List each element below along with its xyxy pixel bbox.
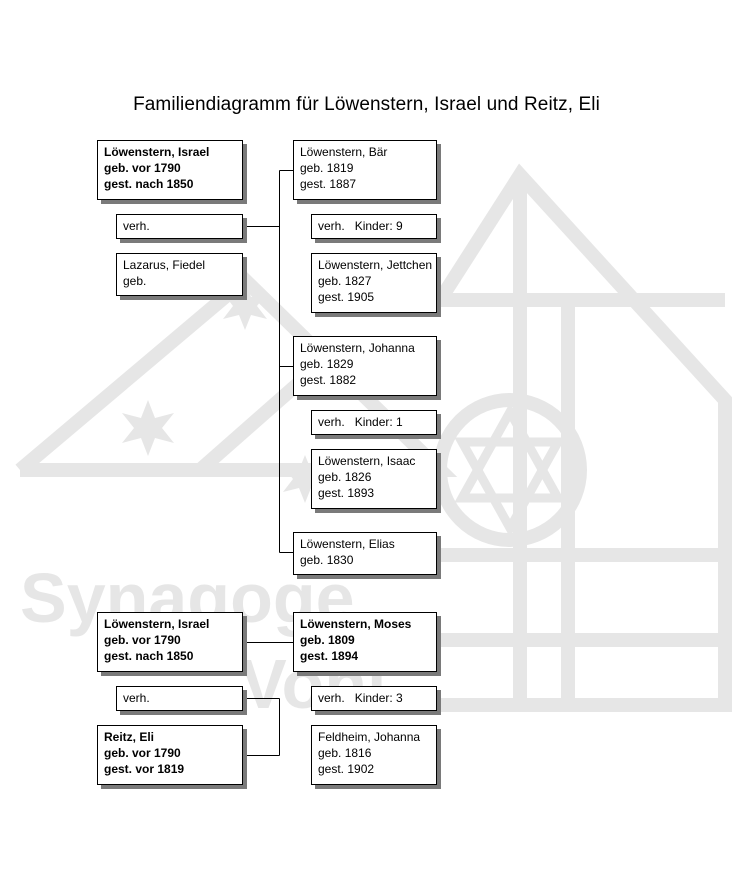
person-name: Reitz, Eli	[104, 730, 155, 744]
marriage-box[interactable]: verh.	[116, 686, 243, 711]
person-died: gest. 1894	[300, 649, 359, 663]
person-born: geb.	[123, 274, 147, 288]
person-box-child[interactable]: Löwenstern, Bär geb. 1819 gest. 1887	[293, 140, 437, 200]
person-born: geb. vor 1790	[104, 161, 181, 175]
person-born: geb. 1816	[318, 746, 372, 760]
marriage-box[interactable]: verh. Kinder: 1	[311, 410, 437, 435]
person-died: gest. 1905	[318, 290, 375, 304]
marriage-label: verh.	[318, 219, 345, 233]
person-box-parent[interactable]: Löwenstern, Israel geb. vor 1790 gest. n…	[97, 140, 243, 200]
children-count: Kinder: 1	[354, 415, 403, 429]
person-name: Löwenstern, Elias	[300, 537, 395, 551]
marriage-label: verh.	[123, 219, 150, 233]
person-name: Löwenstern, Bär	[300, 145, 388, 159]
marriage-label: verh.	[318, 691, 345, 705]
children-count: Kinder: 9	[354, 219, 403, 233]
person-name: Löwenstern, Israel	[104, 617, 210, 631]
marriage-label: verh.	[318, 415, 345, 429]
person-born: geb. vor 1790	[104, 746, 181, 760]
person-died: gest. nach 1850	[104, 177, 194, 191]
person-box-parent[interactable]: Löwenstern, Israel geb. vor 1790 gest. n…	[97, 612, 243, 672]
children-count: Kinder: 3	[354, 691, 403, 705]
marriage-box[interactable]: verh. Kinder: 9	[311, 214, 437, 239]
person-name: Feldheim, Johanna	[318, 730, 421, 744]
person-born: geb. 1827	[318, 274, 372, 288]
person-box-spouse[interactable]: Reitz, Eli geb. vor 1790 gest. vor 1819	[97, 725, 243, 785]
person-died: gest. 1902	[318, 762, 375, 776]
person-born: geb. 1826	[318, 470, 372, 484]
person-box-spouse[interactable]: Feldheim, Johanna geb. 1816 gest. 1902	[311, 725, 437, 785]
page-title: Familiendiagramm für Löwenstern, Israel …	[133, 94, 600, 115]
person-box-child[interactable]: Löwenstern, Johanna geb. 1829 gest. 1882	[293, 336, 437, 396]
person-died: gest. 1893	[318, 486, 375, 500]
person-born: geb. 1829	[300, 357, 354, 371]
person-born: geb. 1809	[300, 633, 355, 647]
person-name: Löwenstern, Moses	[300, 617, 412, 631]
person-died: gest. nach 1850	[104, 649, 194, 663]
person-born: geb. vor 1790	[104, 633, 181, 647]
person-died: gest. 1882	[300, 373, 357, 387]
person-name: Lazarus, Fiedel	[123, 258, 206, 272]
person-born: geb. 1819	[300, 161, 354, 175]
marriage-label: verh.	[123, 691, 150, 705]
marriage-box[interactable]: verh. Kinder: 3	[311, 686, 437, 711]
marriage-box[interactable]: verh.	[116, 214, 243, 239]
person-name: Löwenstern, Israel	[104, 145, 210, 159]
person-box-child[interactable]: Löwenstern, Elias geb. 1830	[293, 532, 437, 575]
person-box-spouse[interactable]: Lazarus, Fiedel geb.	[116, 253, 243, 296]
person-name: Löwenstern, Johanna	[300, 341, 415, 355]
person-born: geb. 1830	[300, 553, 354, 567]
person-name: Löwenstern, Isaac	[318, 454, 416, 468]
person-box-child[interactable]: Löwenstern, Moses geb. 1809 gest. 1894	[293, 612, 437, 672]
person-box-spouse[interactable]: Löwenstern, Jettchen geb. 1827 gest. 190…	[311, 253, 437, 313]
person-box-spouse[interactable]: Löwenstern, Isaac geb. 1826 gest. 1893	[311, 449, 437, 509]
person-died: gest. vor 1819	[104, 762, 185, 776]
person-died: gest. 1887	[300, 177, 357, 191]
person-name: Löwenstern, Jettchen	[318, 258, 433, 272]
